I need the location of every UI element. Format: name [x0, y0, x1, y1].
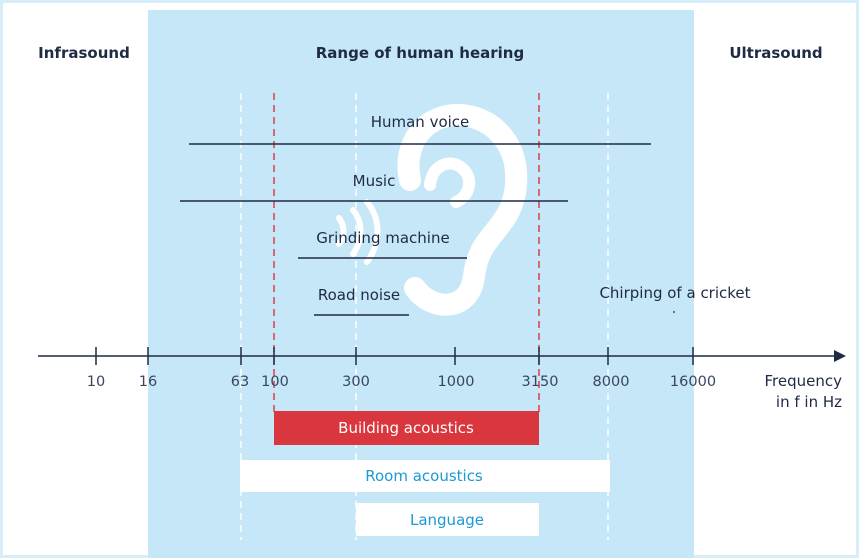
band-label: Language: [410, 511, 484, 529]
band-language: Language: [356, 503, 539, 536]
human-range-header: Range of human hearing: [316, 44, 524, 62]
frequency-axis: 10 16 63 100 300 1000 3150 8000 16000 Fr…: [38, 347, 846, 411]
source-label: Grinding machine: [316, 229, 449, 247]
axis-label-line2: in f in Hz: [776, 393, 842, 411]
source-road-noise: Road noise: [314, 286, 409, 316]
tick-label: 8000: [593, 374, 630, 390]
axis-arrow-icon: [834, 350, 846, 362]
infrasound-header: Infrasound: [38, 44, 130, 62]
band-label: Building acoustics: [338, 419, 474, 437]
tick-label: 16: [139, 374, 157, 390]
source-label: Human voice: [371, 113, 470, 131]
source-human-voice: Human voice: [189, 113, 651, 145]
band-room-acoustics: Room acoustics: [240, 460, 610, 492]
tick-label: 3150: [522, 374, 559, 390]
tick-label: 16000: [670, 374, 716, 390]
ear-icon: [336, 104, 528, 316]
tick-label: 100: [261, 374, 289, 390]
band-label: Room acoustics: [365, 467, 483, 485]
tick-label: 1000: [438, 374, 475, 390]
source-label: Music: [353, 172, 396, 190]
band-building-acoustics: Building acoustics: [274, 411, 539, 445]
axis-label-line1: Frequency: [765, 372, 843, 390]
source-cricket: Chirping of a cricket: [599, 284, 751, 313]
tick-label: 63: [231, 374, 249, 390]
source-label: Road noise: [318, 286, 400, 304]
ultrasound-header: Ultrasound: [729, 44, 822, 62]
source-music: Music: [180, 172, 568, 202]
tick-label: 300: [342, 374, 370, 390]
source-grinding-machine: Grinding machine: [298, 229, 467, 259]
source-label: Chirping of a cricket: [599, 284, 750, 302]
tick-label: 10: [87, 374, 105, 390]
